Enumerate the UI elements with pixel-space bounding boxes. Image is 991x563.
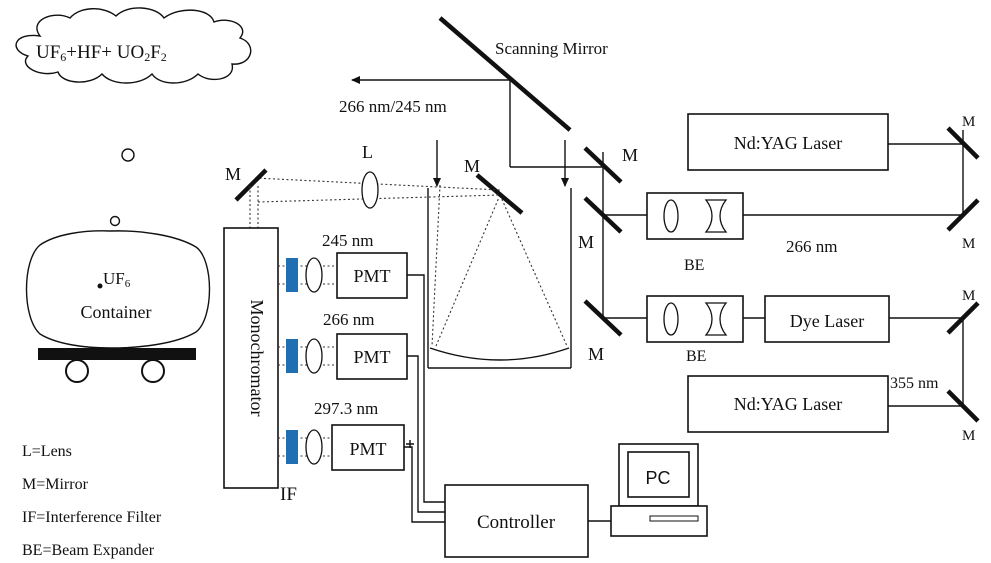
mirror-label-laser-bottom-lower: M: [962, 428, 975, 444]
wavelength-355-label: 355 nm: [890, 375, 939, 392]
mirror-label-left: M: [225, 164, 241, 184]
telescope-primary-mirror: [429, 347, 570, 361]
output-wavelengths: 266 nm/245 nm: [339, 97, 447, 116]
beam-expander-bottom: [646, 295, 744, 343]
interference-filter-297: [286, 430, 298, 464]
pmt-266: [336, 333, 408, 380]
telescope-secondary-mirror: [475, 173, 524, 215]
mirror-laser-bottom-lower: [946, 389, 980, 423]
container-formula: UF6: [103, 269, 131, 290]
pmt-297-wavelength: 297.3 nm: [314, 399, 378, 418]
mirror-label-laser-top-lower: M: [962, 236, 975, 252]
interference-filter-266: [286, 339, 298, 373]
light-path-lower: [257, 194, 501, 203]
mirror-label-1: M: [622, 145, 638, 165]
pmt-245-lens: [305, 257, 323, 293]
legend-item-filter: IF=Interference Filter: [22, 509, 162, 526]
mirror-label-laser-top-upper: M: [962, 114, 975, 130]
pmt-266-wavelength: 266 nm: [323, 310, 374, 329]
mirror-label-2: M: [578, 232, 594, 252]
mirror-laser-top-upper: [946, 126, 980, 160]
pmt-266-lens: [305, 338, 323, 374]
scanning-mirror: [438, 16, 572, 132]
cloud-formula: UF6+HF+ UO2F2: [36, 42, 167, 64]
controller-label: Controller: [477, 512, 556, 533]
monochromator-label: Monochromator: [247, 300, 267, 417]
pmt-245-wavelength: 245 nm: [322, 231, 373, 250]
container-valve-dot: [97, 283, 103, 289]
cart-wheel-right: [141, 359, 165, 383]
cable-pmt-245: [407, 274, 445, 503]
mirror-right-top: [583, 146, 623, 184]
nd-yag-laser-bottom-label: Nd:YAG Laser: [734, 394, 842, 414]
legend-item-mirror: M=Mirror: [22, 476, 89, 493]
mirror-label-secondary: M: [464, 156, 480, 176]
beam-expander-bottom-label: BE: [686, 348, 706, 365]
nd-yag-laser-top: [687, 113, 889, 171]
dye-laser-label: Dye Laser: [790, 311, 864, 331]
beam-expander-top: [646, 192, 744, 240]
gas-cloud: UF6+HF+ UO2F2: [15, 7, 252, 84]
lens-l: [361, 171, 379, 209]
dye-laser: [764, 295, 890, 343]
mirror-left: [234, 168, 268, 202]
nd-yag-laser-top-label: Nd:YAG Laser: [734, 133, 842, 153]
lens-label: L: [362, 142, 373, 162]
cable-junction: [406, 440, 414, 448]
beam-expander-top-concave-lens: [704, 199, 728, 233]
beam-expander-top-convex-lens: [663, 199, 679, 233]
bubble-large: [121, 148, 135, 162]
mirror-right-bottom: [583, 299, 623, 337]
collection-ray-right: [499, 194, 568, 347]
monochromator: [223, 227, 279, 489]
cable-pmt-266: [407, 355, 445, 513]
scanning-mirror-label: Scanning Mirror: [495, 39, 608, 58]
pmt-266-label: PMT: [353, 347, 390, 367]
pmt-297-lens: [305, 429, 323, 465]
filter-label: IF: [280, 484, 297, 505]
cart-wheel-left: [65, 359, 89, 383]
legend-item-beam-expander: BE=Beam Expander: [22, 542, 155, 559]
beam-expander-bottom-concave-lens: [704, 302, 728, 336]
controller: [444, 484, 589, 558]
legend: L=Lens M=Mirror IF=Interference Filter B…: [22, 443, 162, 559]
collection-ray-mid: [435, 194, 501, 347]
mirror-laser-top-lower: [946, 198, 980, 232]
pc-computer: PC: [610, 443, 708, 537]
collection-ray-left: [431, 184, 441, 347]
mirror-right-middle: [583, 196, 623, 234]
pc-drive: [649, 515, 699, 522]
container-label: Container: [81, 302, 152, 322]
pc-screen: [627, 451, 690, 498]
beam-expander-bottom-convex-lens: [663, 302, 679, 336]
bubble-small: [109, 215, 121, 227]
pmt-channel-297: PMT 297.3 nm: [278, 399, 405, 471]
nd-yag-laser-bottom: [687, 375, 889, 433]
wavelength-266-label: 266 nm: [786, 237, 837, 256]
receiver-telescope: [427, 140, 572, 369]
cable-pmt-297: [404, 446, 445, 523]
pmt-channel-266: PMT 266 nm: [278, 310, 408, 380]
mirror-laser-bottom-upper: [946, 301, 980, 335]
legend-item-lens: L=Lens: [22, 443, 72, 460]
uf6-container: UF6 Container: [25, 230, 211, 383]
pmt-channel-245: PMT 245 nm: [278, 231, 408, 299]
beam-expander-top-label: BE: [684, 257, 704, 274]
mirror-label-3: M: [588, 344, 604, 364]
pmt-297-label: PMT: [349, 439, 386, 459]
container-cart-base: [38, 348, 196, 360]
pmt-297: [331, 424, 405, 471]
mirror-label-laser-bottom-upper: M: [962, 288, 975, 304]
pmt-245-label: PMT: [353, 266, 390, 286]
pc-label: PC: [645, 468, 670, 488]
interference-filter-245: [286, 258, 298, 292]
